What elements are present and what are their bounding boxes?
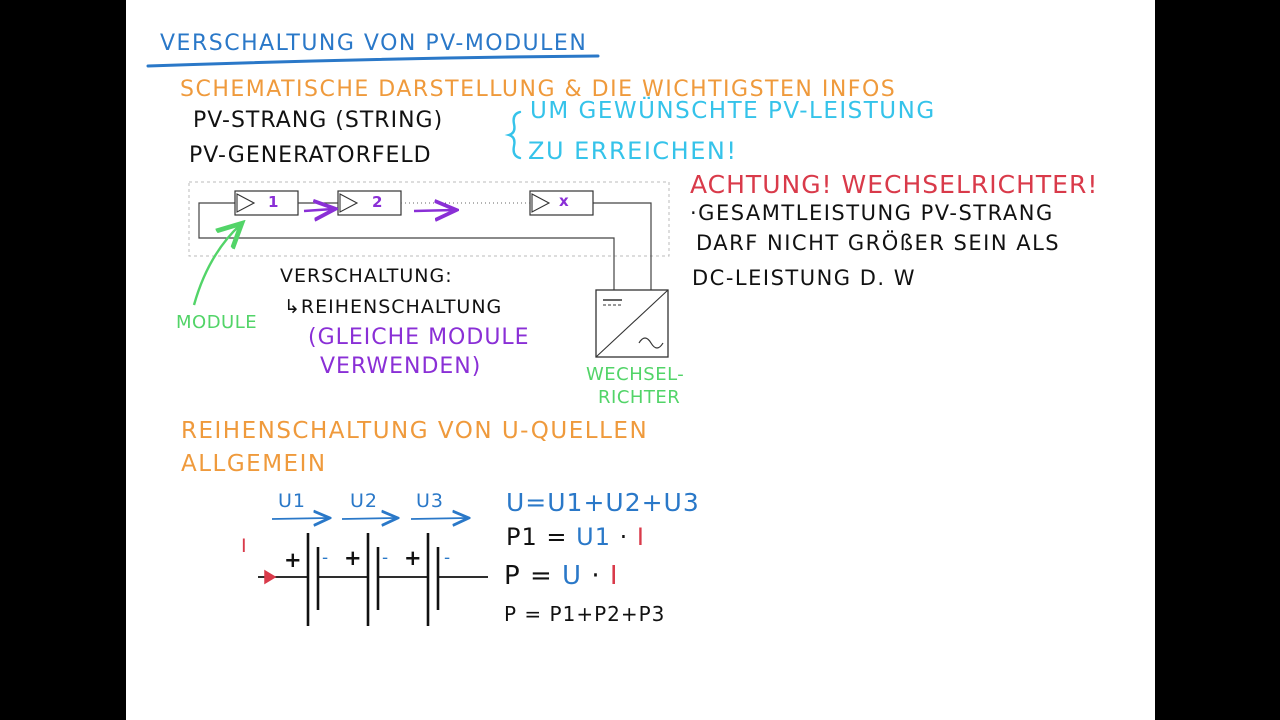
- voltage-label-u1: U1: [278, 490, 306, 512]
- generator-field-boundary: [188, 181, 670, 257]
- voltage-arrow-u1: [271, 518, 328, 519]
- eq3-p: P: [504, 561, 521, 591]
- brace-note-line1: UM GEWÜNSCHTE PV-LEISTUNG: [530, 98, 936, 124]
- minus-sign-3: -: [444, 548, 452, 568]
- connection-heading: VERSCHALTUNG:: [280, 265, 453, 287]
- module-pointer-arrow: [192, 225, 240, 306]
- eq3-dot: ·: [591, 561, 601, 591]
- inverter-symbol: [595, 289, 669, 358]
- module-1-number: 1: [268, 193, 280, 211]
- current-label: I: [241, 535, 248, 557]
- warning-line-1: ·GESAMTLEISTUNG PV-STRANG: [690, 201, 1054, 225]
- warning-line-2: DARF NICHT GRÖßER SEIN ALS: [696, 231, 1061, 255]
- eq2-equals: =: [546, 523, 568, 551]
- eq2-dot: ·: [619, 523, 629, 551]
- string-wire-right: [593, 202, 652, 290]
- eq2-p: P1: [506, 523, 538, 551]
- series-arrow-2: [413, 210, 454, 211]
- equation-p: P = U · I: [504, 563, 619, 589]
- equation-power-sum: P = P1+P2+P3: [504, 602, 666, 626]
- connection-type: ↳REIHENSCHALTUNG: [284, 296, 503, 318]
- section2-heading-line1: REIHENSCHALTUNG VON U-QUELLEN: [181, 418, 649, 444]
- source-cell-3: [426, 533, 440, 626]
- equation-p1: P1 = U1 · I: [506, 525, 645, 549]
- connection-note-line1: (GLEICHE MODULE: [308, 325, 530, 350]
- eq3-equals: =: [529, 561, 553, 591]
- voltage-label-u2: U2: [350, 490, 378, 512]
- plus-sign-2: +: [344, 546, 363, 570]
- pv-module-1: [234, 190, 299, 216]
- module-2-number: 2: [372, 193, 384, 211]
- current-arrow-icon: [264, 569, 277, 585]
- whiteboard: VERSCHALTUNG VON PV-MODULEN SCHEMATISCHE…: [126, 0, 1155, 720]
- series-arrow-1: [303, 209, 333, 211]
- source-cell-2: [366, 533, 380, 626]
- pv-module-2: [337, 190, 402, 216]
- plus-sign-3: +: [404, 546, 423, 570]
- module-caption: MODULE: [176, 312, 258, 333]
- eq2-i: I: [636, 523, 645, 551]
- warning-line-3: DC-LEISTUNG D. W: [692, 266, 917, 290]
- inverter-caption-line1: WECHSEL-: [586, 364, 685, 385]
- warning-heading: ACHTUNG! WECHSELRICHTER!: [690, 170, 1099, 199]
- plus-sign-1: +: [284, 548, 303, 572]
- eq3-u: U: [562, 561, 583, 591]
- title-underline: [146, 54, 600, 68]
- module-x-number: x: [559, 192, 570, 210]
- diagram-layer: [146, 54, 670, 626]
- string-wire-left: [198, 202, 615, 290]
- inverter-caption-line2: RICHTER: [598, 387, 681, 408]
- pv-string-label: PV-STRANG (STRING): [193, 108, 444, 133]
- voltage-label-u3: U3: [416, 490, 444, 512]
- section2-heading-line2: ALLGEMEIN: [181, 451, 327, 477]
- page-title: VERSCHALTUNG VON PV-MODULEN: [160, 31, 588, 56]
- eq3-i: I: [609, 561, 619, 591]
- equation-voltage-sum: U=U1+U2+U3: [506, 488, 700, 517]
- connection-note-line2: VERWENDEN): [320, 354, 482, 379]
- voltage-arrow-u3: [410, 518, 467, 519]
- curly-brace: [504, 110, 522, 160]
- eq2-u: U1: [576, 523, 611, 551]
- minus-sign-1: -: [322, 548, 330, 568]
- section-heading: SCHEMATISCHE DARSTELLUNG & DIE WICHTIGST…: [180, 77, 897, 102]
- pv-generator-field-label: PV-GENERATORFELD: [189, 143, 432, 168]
- source-cell-1: [306, 533, 320, 626]
- voltage-arrow-u2: [341, 518, 396, 519]
- minus-sign-2: -: [382, 548, 390, 568]
- brace-note-line2: ZU ERREICHEN!: [528, 137, 738, 165]
